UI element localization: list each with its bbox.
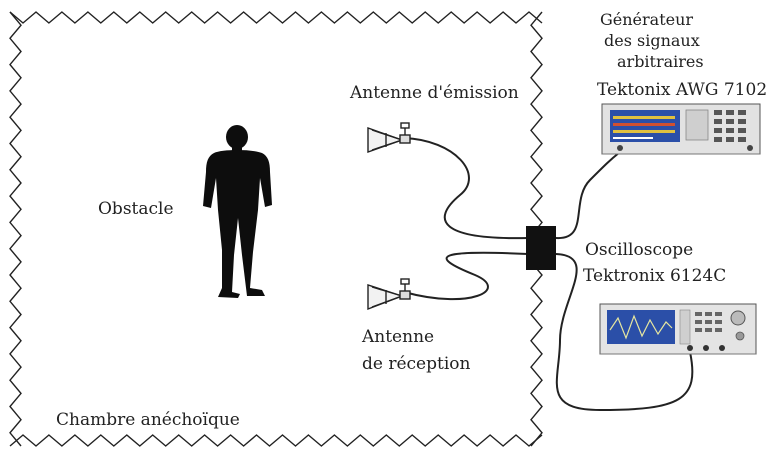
chamber-wall-left [9,11,22,447]
rx-antenna-label-line2: de réception [362,354,471,374]
cable-connector-to-osc [555,253,694,412]
rx-antenna-icon [367,278,411,311]
rx-antenna-label-line1: Antenne [362,327,435,347]
chamber-wall-top [9,11,543,24]
cable-rx-to-connector [403,251,529,301]
awg-label-line4: Tektonix AWG 7102 [597,80,768,100]
cables [403,137,694,412]
chamber-walls [9,11,543,447]
cable-tx-to-connector [403,137,529,240]
wall-feedthrough-connector [526,226,556,270]
tx-antenna-icon [367,122,411,153]
chamber-wall-bottom [9,434,543,447]
awg-label-line3: arbitraires [617,52,704,71]
osc-label-line2: Tektronix 6124C [583,266,727,286]
oscilloscope-instrument-icon [599,303,757,355]
chamber-label: Chambre anéchoïque [56,410,240,430]
tx-antenna-label: Antenne d'émission [350,83,519,103]
obstacle-human-icon [203,125,272,298]
obstacle-label: Obstacle [98,199,174,219]
awg-label-line2: des signaux [604,31,700,50]
awg-label-line1: Générateur [600,10,694,29]
awg-instrument-icon [601,103,761,155]
osc-label-line1: Oscilloscope [585,240,694,260]
cable-connector-to-awg [555,151,621,240]
